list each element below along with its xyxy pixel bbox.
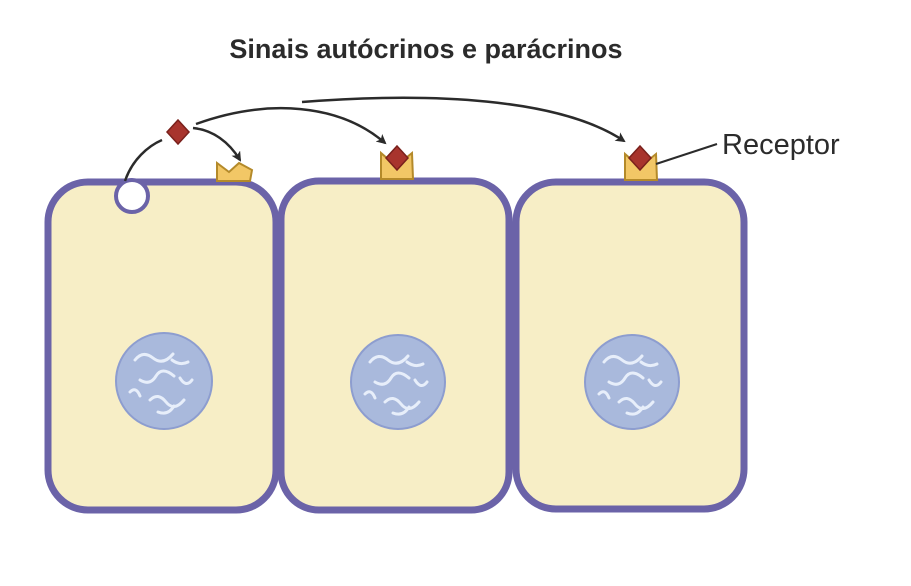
cell-neighbor-2 — [512, 144, 748, 513]
receptor-icon — [216, 161, 254, 182]
secretion-arrow — [123, 138, 163, 182]
ligand-icon — [384, 144, 410, 172]
receptor-label: Receptor — [722, 129, 840, 161]
autocrine-arrow — [192, 126, 242, 162]
secretory-vesicle-icon — [114, 178, 150, 214]
nucleus-icon — [584, 334, 680, 430]
ligand-icon — [165, 118, 191, 146]
nucleus-icon — [115, 332, 213, 430]
diagram-title: Sinais autócrinos e parácrinos — [229, 34, 622, 64]
paracrine-arrow-far — [301, 96, 626, 143]
ligand-icon — [627, 144, 653, 172]
paracrine-arrow-near — [195, 106, 387, 145]
cell-neighbor-1 — [277, 144, 513, 514]
receptor-leader-line — [655, 143, 718, 165]
nucleus-icon — [350, 334, 446, 430]
cell-secreting — [44, 161, 280, 514]
